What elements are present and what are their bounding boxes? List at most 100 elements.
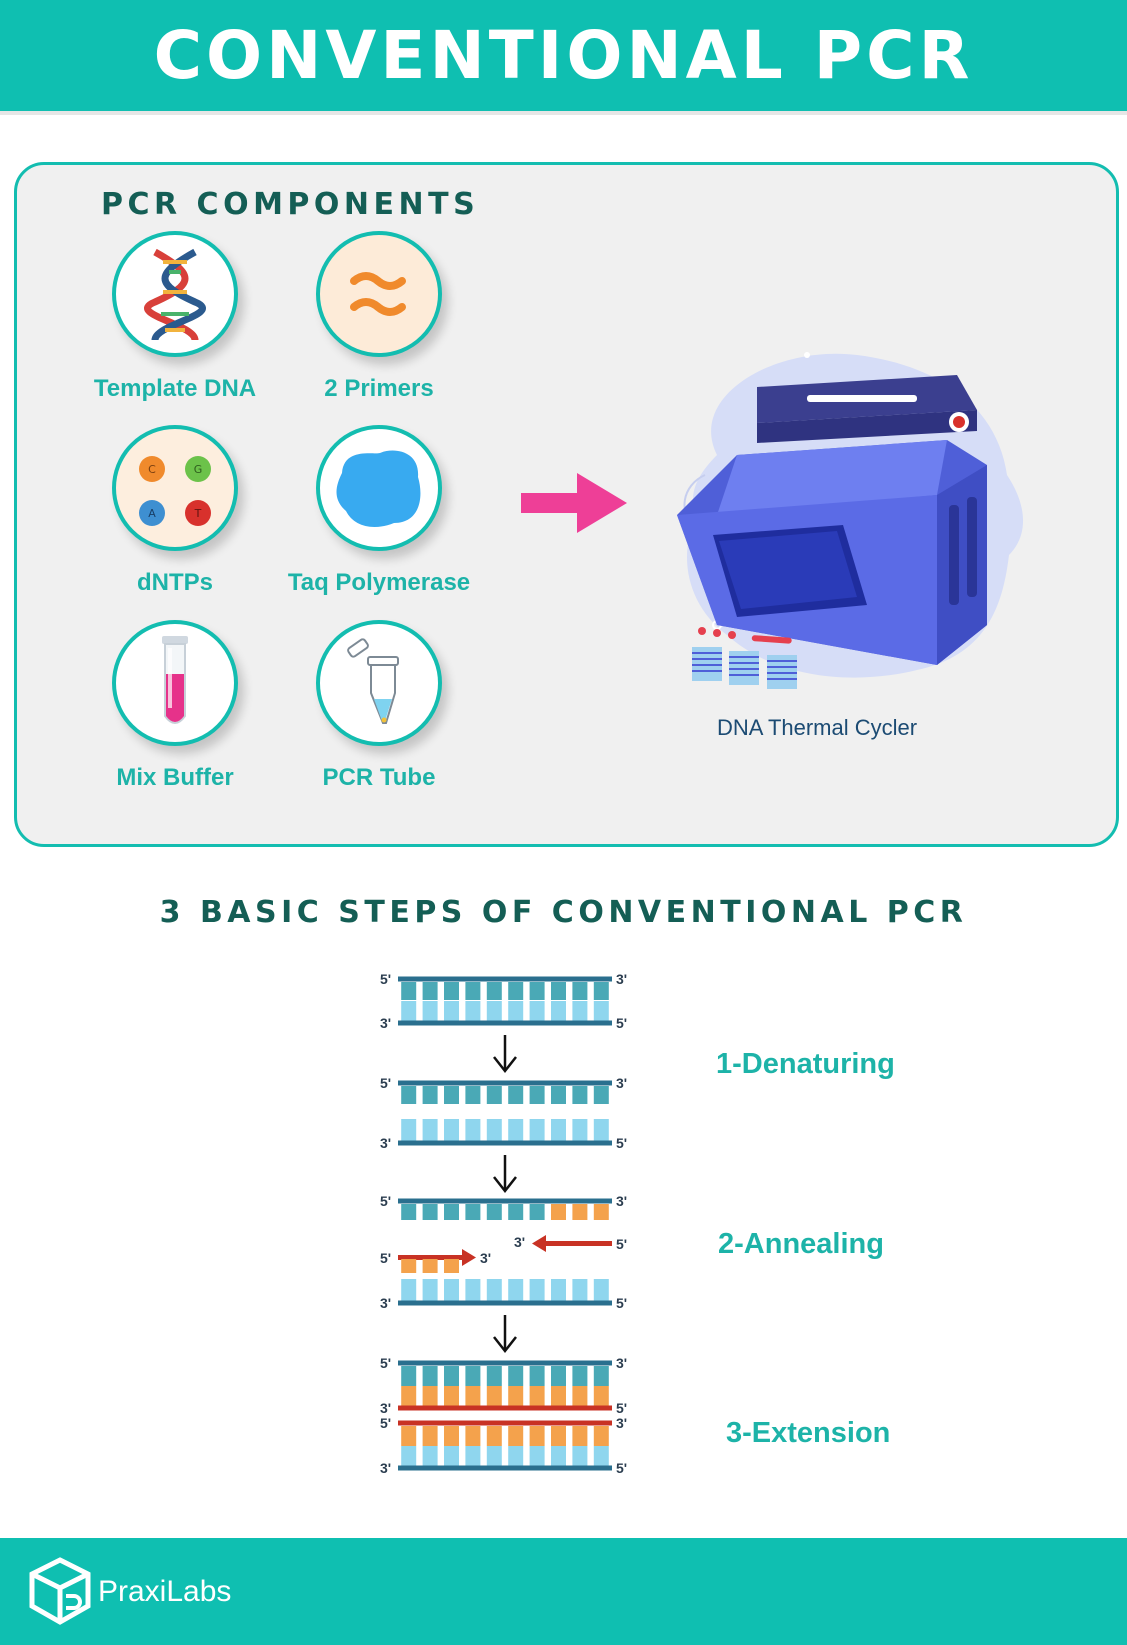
arrow-down-icon [493,1056,517,1074]
component-pcr-tube: PCR Tube [259,620,499,810]
nucleotide-base [401,1446,417,1466]
strand-end-label: 5' [380,971,391,987]
nucleotide-base [572,1259,587,1273]
nucleotide-base [401,1001,417,1021]
page-title: CONVENTIONAL PCR [153,17,974,94]
nucleotide-base [508,1279,524,1301]
nucleotide-base [593,1279,609,1301]
nucleotide-base [486,982,502,1000]
thermal-cycler-label: DNA Thermal Cycler [717,715,918,740]
dntp-letter-g: G [194,463,203,476]
strand-end-label: 3' [616,971,627,987]
nucleotide-base [594,1259,609,1273]
component-dntps: C G A T dNTPs [55,425,295,615]
nucleotide-base [465,1366,481,1386]
nucleotide-base [465,1204,481,1220]
component-label: 2 Primers [324,375,434,402]
primer-end-label: 3' [480,1250,491,1266]
nucleotide-base [529,1086,545,1104]
nucleotide-base [401,1086,417,1104]
strand-end-label: 5' [616,1400,627,1416]
nucleotide-base [401,1386,417,1406]
nucleotide-base [593,1446,609,1466]
nucleotide-base [529,1426,545,1446]
nucleotide-base [422,982,438,1000]
component-taq-polymerase: Taq Polymerase [259,425,499,615]
nucleotide-base [593,1001,609,1021]
nucleotide-base [422,1446,438,1466]
nucleotide-base [508,1366,524,1386]
dna-strand [398,1080,612,1086]
dna-strand [398,1300,612,1306]
nucleotide-base [444,1086,459,1104]
nucleotide-base [529,1366,545,1386]
nucleotide-base [529,1446,545,1466]
arrow-right-icon [521,473,627,533]
component-mix-buffer: Mix Buffer [55,620,295,810]
nucleotide-base [401,1204,417,1220]
component-label: Taq Polymerase [287,569,471,596]
nucleotide-base [401,1119,417,1141]
strand-end-label: 3' [380,1295,391,1311]
strand-end-label: 3' [616,1355,627,1371]
nucleotide-base [508,1446,524,1466]
strand-end-label: 5' [380,1355,391,1371]
primer-arrow-icon [462,1249,476,1266]
nucleotide-base [572,982,588,1000]
dntp-letter-t: T [194,507,202,520]
nucleotide-base [529,1204,545,1220]
nucleotide-base [529,1119,545,1141]
nucleotide-base [444,1426,459,1446]
nucleotide-base [551,1446,566,1466]
strand-end-label: 5' [380,1415,391,1431]
nucleotide-base [422,1366,438,1386]
nucleotide-base [572,1386,588,1406]
nucleotide-base [465,1426,481,1446]
nucleotide-base [422,1001,438,1021]
dna-strand [398,1465,612,1471]
test-tube-icon [112,620,238,746]
strand-end-label: 5' [616,1015,627,1031]
dntp-letter-c: C [148,463,156,476]
nucleotide-base [508,1119,524,1141]
arrow-down-icon [493,1336,517,1354]
nucleotide-base [465,1119,481,1141]
nucleotide-base [422,1086,438,1104]
nucleotide-base [401,1426,417,1446]
nucleotide-base [508,1259,523,1273]
component-primers: 2 Primers [259,231,499,421]
header-banner: CONVENTIONAL PCR [0,0,1127,115]
nucleotide-base [593,1086,609,1104]
nucleotide-base [422,1259,438,1273]
nucleotide-base [465,1001,481,1021]
dna-strand [398,1140,612,1146]
nucleotide-base [593,982,609,1000]
nucleotide-base [486,1366,502,1386]
components-title: PCR COMPONENTS [101,187,480,222]
nucleotide-base [508,1204,524,1220]
nucleotide-base [486,1446,502,1466]
nucleotide-base [465,982,481,1000]
nucleotide-base [401,1259,417,1273]
nucleotide-base [572,1204,588,1220]
nucleotide-base [530,1259,545,1273]
component-template-dna: Template DNA [55,231,295,421]
taq-polymerase-icon [316,425,442,551]
nucleotide-base [422,1386,438,1406]
nucleotide-base [551,1386,566,1406]
nucleotide-base [551,1119,566,1141]
nucleotide-base [422,1204,438,1220]
nucleotide-base [508,1386,524,1406]
primer-end-label: 3' [514,1234,525,1250]
nucleotide-base [529,1386,545,1406]
pcr-components-panel: PCR COMPONENTS Template DNA 2 Primers [14,162,1119,847]
new-strand [398,1405,612,1411]
nucleotide-base [486,1119,502,1141]
nucleotide-base [444,1119,459,1141]
steps-title: 3 BASIC STEPS OF CONVENTIONAL PCR [159,895,968,930]
nucleotide-base [486,1086,502,1104]
dna-strand [398,1020,612,1026]
nucleotide-base [572,1086,588,1104]
strand-end-label: 5' [616,1460,627,1476]
nucleotide-base [551,1426,566,1446]
